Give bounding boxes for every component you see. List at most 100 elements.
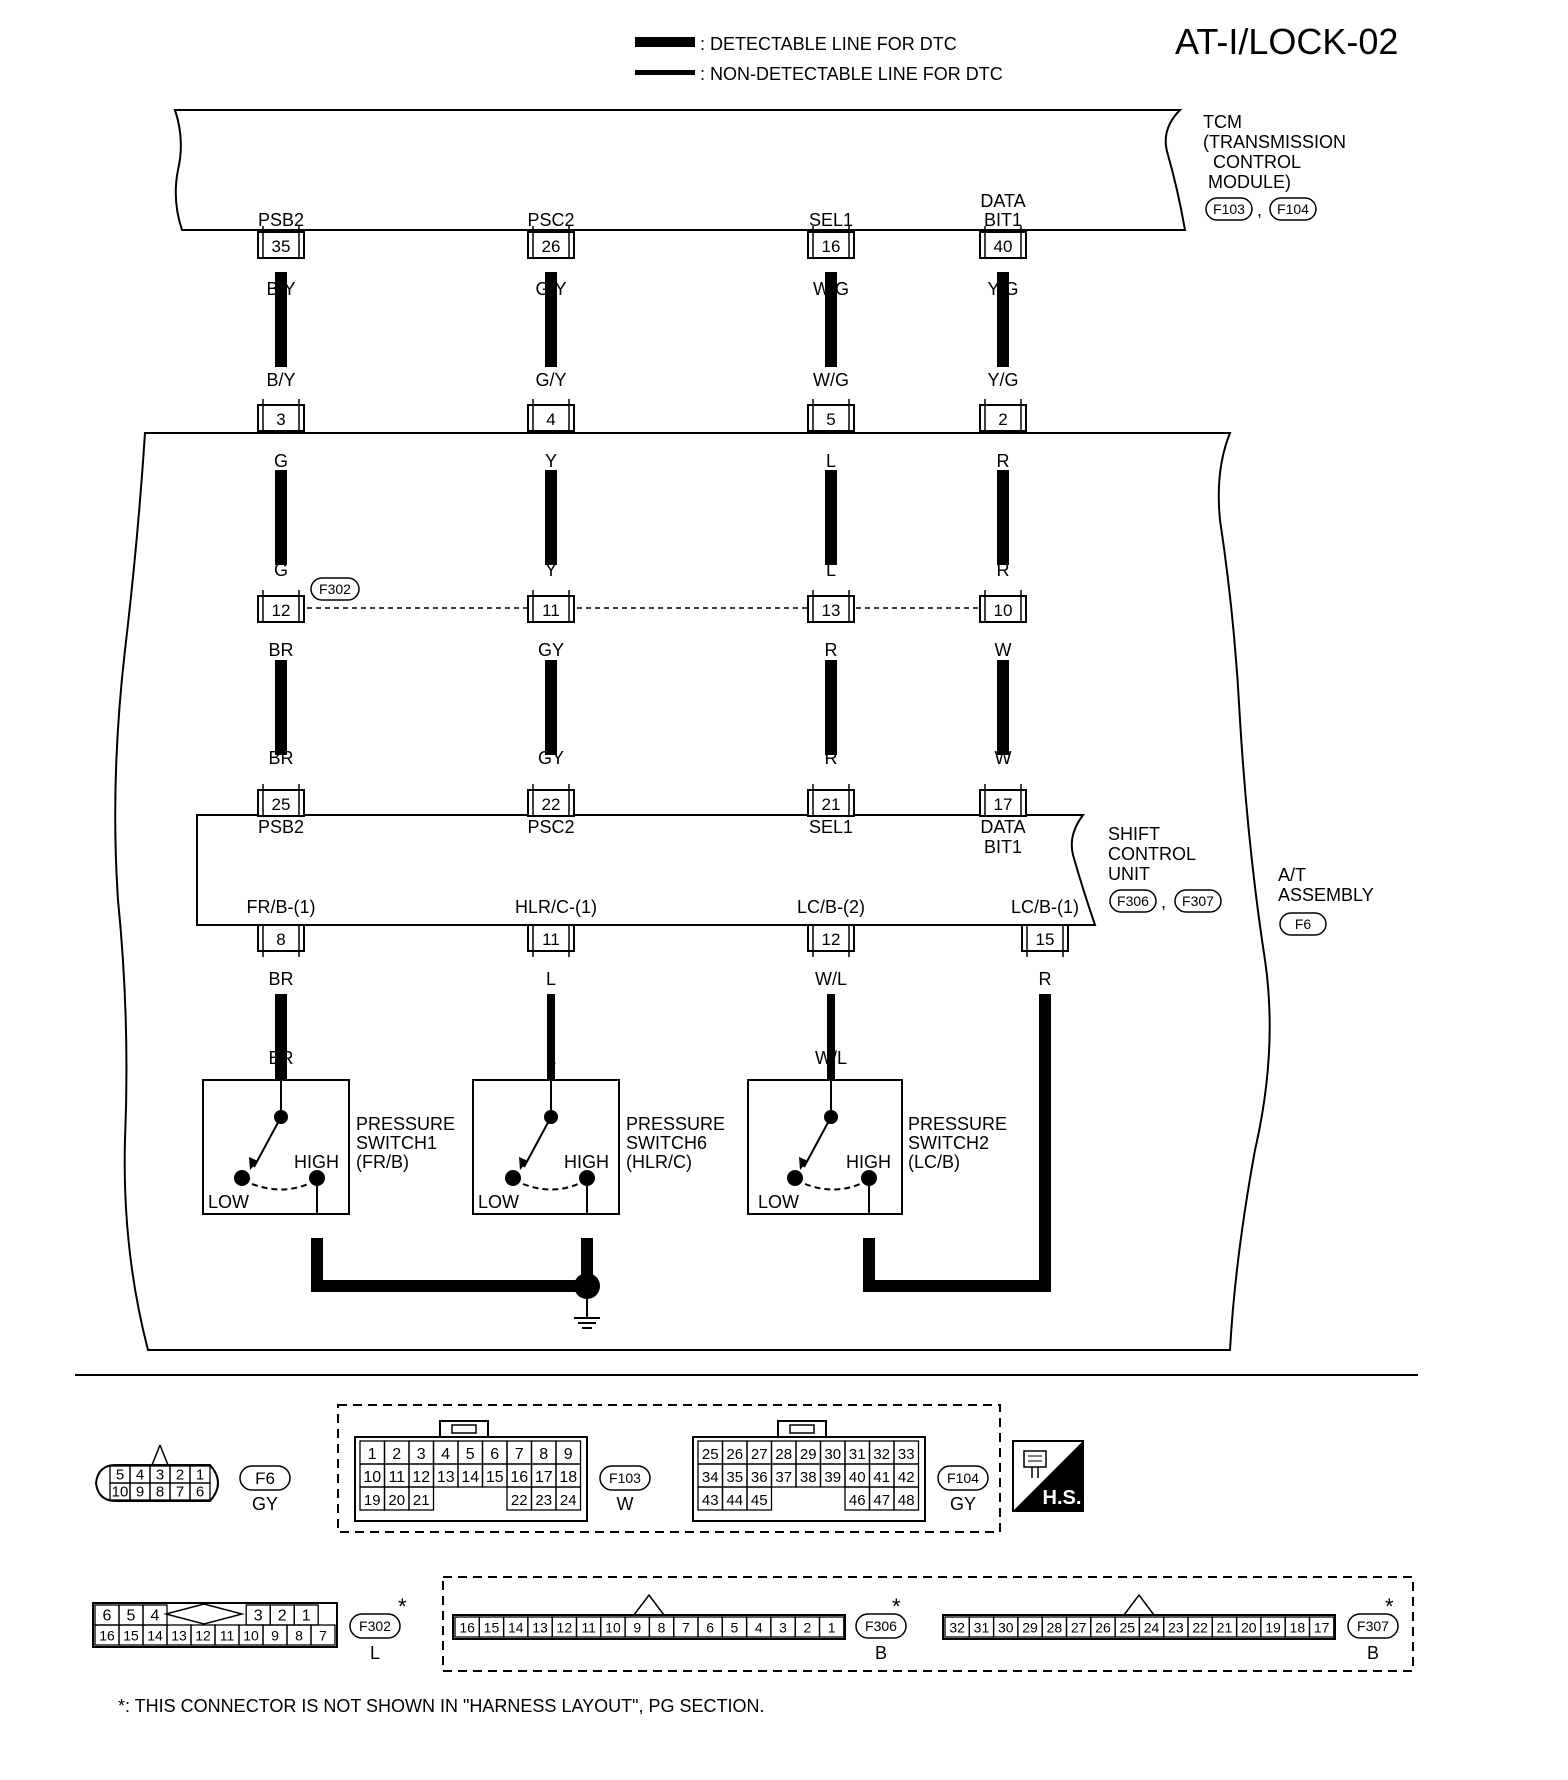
cavity-number: 18 — [1290, 1620, 1306, 1636]
cavity-number: 5 — [466, 1446, 475, 1463]
connector-cavity: 23 — [1163, 1616, 1189, 1638]
connector-cavity: 21 — [408, 1486, 435, 1511]
scu-bottom-label-lcb2: LC/B-(2) — [797, 897, 865, 917]
wire-color: B — [581, 1236, 593, 1256]
cavity-number: 10 — [363, 1469, 381, 1486]
switch-high-label: HIGH — [294, 1152, 339, 1172]
wire-color: W — [995, 748, 1012, 768]
connector-tag — [239, 1465, 291, 1491]
tcm-pin-label-psb2: PSB2 — [258, 210, 304, 230]
connector-cavity: 19 — [359, 1486, 386, 1511]
pin-box: 11 — [527, 590, 575, 623]
cavity-number: 15 — [123, 1628, 139, 1644]
wire-color: Y/G — [987, 279, 1018, 299]
cavity-number: 9 — [136, 1483, 144, 1500]
scu-connector-f307: F307 — [1182, 893, 1214, 909]
connector-tag — [937, 1465, 989, 1491]
cavity-number: 8 — [295, 1628, 303, 1644]
cavity-number: 8 — [658, 1620, 666, 1636]
cavity-number: 12 — [195, 1628, 211, 1644]
connector-cavity: 33 — [893, 1440, 920, 1465]
connector-cavity: 3 — [770, 1616, 796, 1638]
cavity-number: 48 — [898, 1492, 915, 1509]
connector-cavity: 11 — [575, 1616, 602, 1638]
cavity-number: 40 — [849, 1469, 866, 1486]
connector-cavity: 10 — [600, 1616, 626, 1638]
wire-color: B/Y — [266, 370, 295, 390]
connector-cavity: 32 — [944, 1616, 970, 1638]
cavity-number: 1 — [828, 1620, 836, 1636]
connector-cavity: 15 — [478, 1616, 505, 1638]
svg-text:(TRANSMISSION: (TRANSMISSION — [1203, 132, 1346, 152]
connector-cavity: 9 — [624, 1616, 651, 1638]
tcm-connector-f103: F103 — [1213, 201, 1245, 217]
cavity-number: 23 — [535, 1492, 552, 1509]
pin-number: 11 — [542, 601, 560, 620]
wire-color: Y — [545, 451, 557, 471]
cavity-number: 7 — [176, 1483, 184, 1500]
connector-cavity: 29 — [1017, 1616, 1043, 1638]
connector-cavity: 19 — [1260, 1616, 1286, 1638]
wire-color: W — [995, 640, 1012, 660]
connector-f307-name: F307 — [1357, 1618, 1389, 1634]
pin-box: 40 — [979, 226, 1027, 259]
cavity-number: 5 — [731, 1620, 739, 1636]
cavity-number: 25 — [1119, 1620, 1135, 1636]
tcm-block — [173, 109, 1187, 231]
connector-cavity: 2 — [794, 1616, 821, 1638]
wire-color: BR — [268, 969, 293, 989]
pin-box: 15 — [1021, 924, 1069, 957]
svg-text:SWITCH2: SWITCH2 — [908, 1133, 989, 1153]
pin-number: 13 — [822, 601, 841, 620]
connector-cavity: 17 — [1308, 1616, 1335, 1638]
pressure-switch-1: HIGH LOW PRESSURE SWITCH1 (FR/B) — [202, 1040, 455, 1215]
cavity-number: 15 — [484, 1620, 500, 1636]
svg-text:,: , — [1161, 892, 1166, 912]
non-detectable-line-sample — [635, 70, 695, 75]
connector-cavity: 34 — [697, 1463, 724, 1488]
cavity-number: 43 — [702, 1492, 719, 1509]
connector-cavity: 44 — [721, 1486, 748, 1511]
cavity-number: 44 — [726, 1492, 743, 1509]
connector-cavity: 9 — [262, 1624, 288, 1646]
connector-cavity: 5 — [457, 1440, 484, 1465]
scu-label-psc2: PSC2 — [527, 817, 574, 837]
connector-tag — [1109, 889, 1157, 913]
cavity-number: 2 — [392, 1446, 401, 1463]
connector-tag — [349, 1613, 401, 1639]
scu-label: SHIFT CONTROL UNIT F306 , F307 — [1108, 824, 1222, 913]
cavity-number: 20 — [1241, 1620, 1257, 1636]
pin-box: 21 — [807, 784, 855, 817]
cavity-number: 4 — [755, 1620, 763, 1636]
cavity-number: 27 — [751, 1446, 768, 1463]
svg-text:,: , — [1257, 200, 1262, 220]
connector-cavity: 7 — [169, 1482, 191, 1501]
connector-cavity: 14 — [502, 1616, 529, 1638]
connector-cavity: 8 — [648, 1616, 675, 1638]
cavity-number: 20 — [388, 1492, 405, 1509]
connector-tag — [599, 1465, 651, 1491]
wire-color: R — [1039, 969, 1052, 989]
cavity-number: 21 — [413, 1492, 430, 1509]
connector-cavity: 39 — [819, 1463, 846, 1488]
tcm-pin-label-data: DATA — [980, 191, 1025, 211]
cavity-number: 47 — [873, 1492, 890, 1509]
connector-cavity: 14 — [142, 1624, 168, 1646]
cavity-number: 14 — [508, 1620, 524, 1636]
switch-high-label: HIGH — [564, 1152, 609, 1172]
connector-cavity: 16 — [506, 1463, 533, 1488]
connector-cavity: 48 — [893, 1486, 920, 1511]
connector-cavity: 25 — [1114, 1616, 1141, 1638]
pin-number: 15 — [1036, 930, 1055, 949]
pin-number: 21 — [822, 795, 841, 814]
cavity-number: 27 — [1071, 1620, 1087, 1636]
cavity-number: 4 — [151, 1608, 160, 1625]
connector-cavity: 40 — [844, 1463, 871, 1488]
wire-color: R — [997, 560, 1010, 580]
connector-cavity: 47 — [868, 1486, 895, 1511]
pin-number: 11 — [542, 930, 560, 949]
cavity-number: 33 — [898, 1446, 915, 1463]
cavity-number: 21 — [1217, 1620, 1233, 1636]
connector-cavity: 14 — [457, 1463, 484, 1488]
